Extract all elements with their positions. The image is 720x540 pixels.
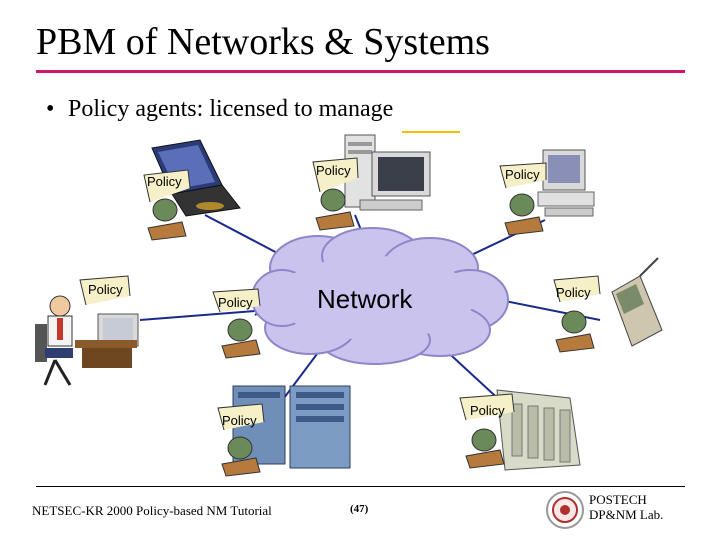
- title-underline: [36, 70, 685, 73]
- cloud-fill: [275, 256, 475, 340]
- policy-label: Policy: [88, 282, 123, 297]
- policy-agent-laptop: Policy: [143, 169, 191, 241]
- policy-agent-rack: Policy: [459, 393, 515, 469]
- footer-tutorial-name: NETSEC-KR 2000 Policy-based NM Tutorial: [32, 503, 272, 518]
- policy-label: Policy: [316, 163, 351, 178]
- policy-label: Policy: [470, 403, 505, 418]
- link-worker: [139, 309, 269, 321]
- bullet-item: • Policy agents: licensed to manage: [46, 96, 393, 123]
- policy-agent-desktop: Policy: [312, 157, 359, 231]
- lab-name: POSTECH DP&NM Lab.: [589, 492, 663, 522]
- policy-label: Policy: [556, 285, 591, 300]
- footer-rule: [36, 486, 685, 487]
- policy-agent-worker: Policy: [79, 275, 131, 306]
- slide-title: PBM of Networks & Systems: [36, 21, 490, 63]
- equipment-rack: [496, 389, 581, 471]
- lab-name-line1: POSTECH: [589, 492, 647, 507]
- postech-emblem-icon: [546, 491, 584, 529]
- policy-agent-workstation: Policy: [499, 162, 547, 236]
- laptop: [151, 139, 241, 217]
- page-number: (47): [350, 503, 369, 515]
- policy-agent-phone: Policy: [553, 275, 601, 353]
- office-worker: [35, 295, 139, 386]
- network-label: Network: [317, 284, 413, 314]
- policy-label: Policy: [222, 413, 257, 428]
- policy-agent-server-host: Policy: [212, 288, 261, 359]
- bullet-text: Policy agents: licensed to manage: [68, 96, 394, 122]
- policy-label: Policy: [147, 174, 182, 189]
- policy-label: Policy: [218, 295, 253, 310]
- lab-name-line2: DP&NM Lab.: [589, 507, 664, 522]
- mobile-phone: [611, 257, 663, 347]
- bullet-marker: •: [46, 96, 55, 122]
- workstation: [537, 149, 595, 217]
- policy-agent-mainframe: Policy: [217, 403, 265, 477]
- policy-label: Policy: [505, 167, 540, 182]
- accent-line: [402, 131, 460, 133]
